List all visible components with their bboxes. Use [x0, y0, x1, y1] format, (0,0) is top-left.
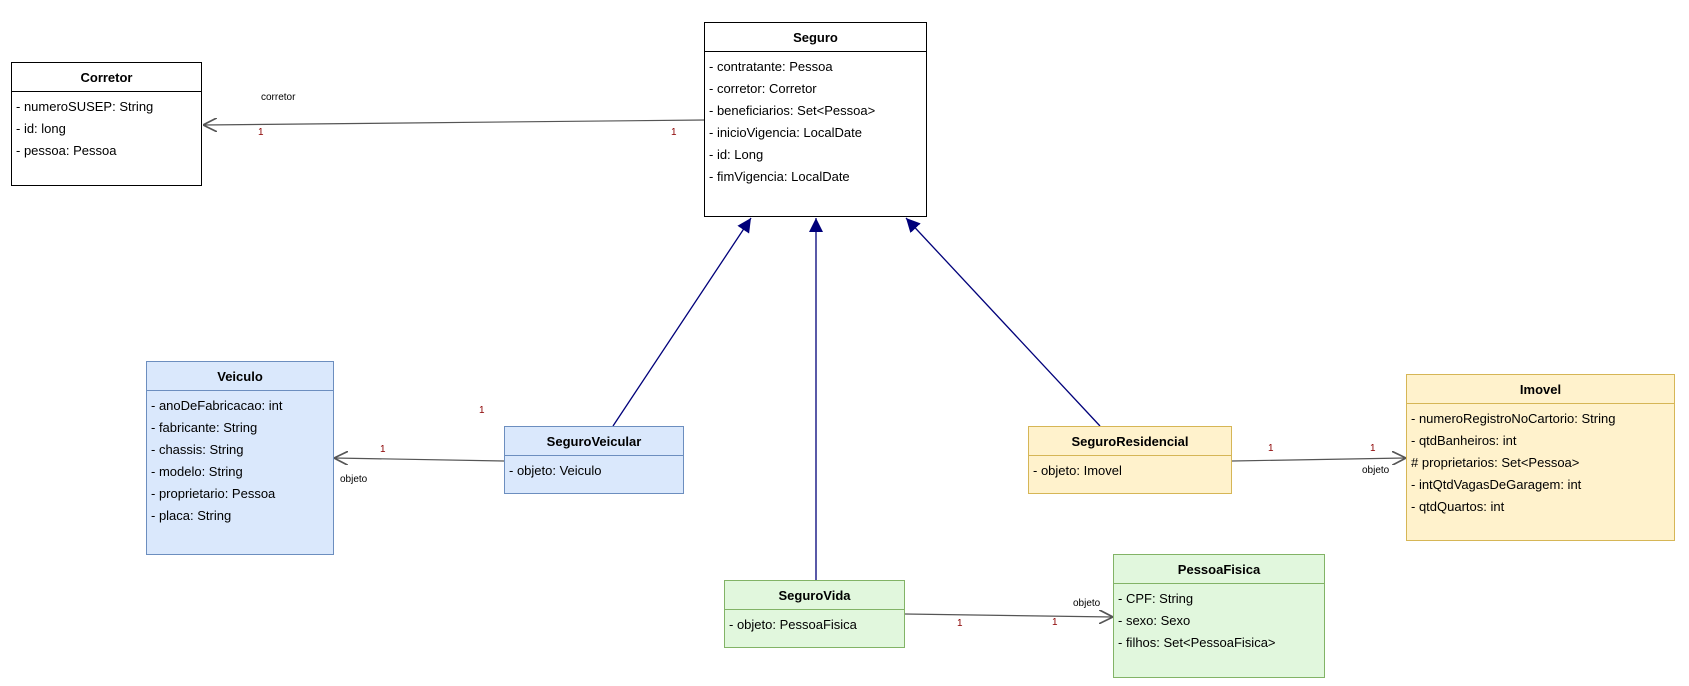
class-divider [1029, 455, 1231, 456]
class-veiculo-title: Veiculo [217, 369, 263, 384]
class-seguroveicular-title: SeguroVeicular [546, 434, 642, 449]
attribute: - placa: String [151, 508, 232, 523]
multiplicity-label: 1 [1370, 443, 1376, 454]
class-pessoafisica-title: PessoaFisica [1177, 562, 1261, 577]
attribute: - id: Long [709, 147, 764, 162]
class-pessoafisica[interactable]: PessoaFisica - CPF: String - sexo: Sexo … [1113, 554, 1325, 678]
role-label-objeto: objeto [1362, 465, 1390, 476]
multiplicity-label: 1 [479, 405, 485, 416]
multiplicity-label: 1 [671, 127, 677, 138]
inheritance-seguroresidencial-seguro[interactable] [905, 217, 1101, 427]
attribute: - objeto: Imovel [1033, 463, 1122, 478]
class-imovel-title: Imovel [1519, 382, 1562, 397]
attribute: - numeroSUSEP: String [16, 99, 154, 114]
class-seguroresidencial[interactable]: SeguroResidencial - objeto: Imovel [1028, 426, 1232, 494]
attribute: - inicioVigencia: LocalDate [709, 125, 862, 140]
class-divider [725, 609, 904, 610]
class-seguro[interactable]: Seguro - contratante: Pessoa - corretor:… [704, 22, 927, 217]
class-veiculo[interactable]: Veiculo - anoDeFabricacao: int - fabrica… [146, 361, 334, 555]
association-seguro-corretor[interactable] [203, 120, 706, 125]
attribute: - sexo: Sexo [1118, 613, 1191, 628]
class-seguro-title: Seguro [793, 30, 838, 45]
association-segurovida-pessoafisica[interactable] [904, 614, 1113, 617]
attribute: - fimVigencia: LocalDate [709, 169, 850, 184]
multiplicity-label: 1 [380, 444, 386, 455]
attribute: # proprietarios: Set<Pessoa> [1411, 455, 1580, 470]
class-imovel[interactable]: Imovel - numeroRegistroNoCartorio: Strin… [1406, 374, 1675, 541]
role-label-objeto: objeto [1073, 598, 1101, 609]
class-divider [1407, 403, 1674, 404]
association-seguroveicular-veiculo[interactable] [334, 458, 505, 461]
class-seguroveicular[interactable]: SeguroVeicular - objeto: Veiculo [504, 426, 684, 494]
attribute: - pessoa: Pessoa [16, 143, 117, 158]
role-label-objeto: objeto [340, 474, 368, 485]
attribute: - qtdBanheiros: int [1411, 433, 1517, 448]
attribute: - chassis: String [151, 442, 244, 457]
attribute: - CPF: String [1118, 591, 1194, 606]
class-corretor[interactable]: Corretor - numeroSUSEP: String - id: lon… [11, 62, 202, 186]
attribute: - contratante: Pessoa [709, 59, 833, 74]
attribute: - objeto: Veiculo [509, 463, 602, 478]
attribute: - beneficiarios: Set<Pessoa> [709, 103, 876, 118]
class-segurovida[interactable]: SeguroVida - objeto: PessoaFisica [724, 580, 905, 648]
class-seguroresidencial-title: SeguroResidencial [1071, 434, 1189, 449]
multiplicity-label: 1 [1268, 443, 1274, 454]
attribute: - corretor: Corretor [709, 81, 817, 96]
class-divider [705, 51, 926, 52]
attribute: - modelo: String [151, 464, 243, 479]
multiplicity-label: 1 [258, 127, 264, 138]
class-segurovida-title: SeguroVida [778, 588, 851, 603]
role-label-corretor: corretor [261, 92, 296, 103]
attribute: - proprietario: Pessoa [151, 486, 276, 501]
attribute: - objeto: PessoaFisica [729, 617, 857, 632]
attribute: - qtdQuartos: int [1411, 499, 1505, 514]
inheritance-seguroveicular-seguro[interactable] [612, 217, 752, 427]
class-divider [1114, 583, 1324, 584]
class-divider [505, 455, 683, 456]
attribute: - intQtdVagasDeGaragem: int [1411, 477, 1582, 492]
multiplicity-label: 1 [957, 618, 963, 629]
attribute: - numeroRegistroNoCartorio: String [1411, 411, 1616, 426]
attribute: - anoDeFabricacao: int [151, 398, 283, 413]
class-corretor-title: Corretor [80, 70, 133, 85]
attribute: - filhos: Set<PessoaFisica> [1118, 635, 1276, 650]
attribute: - id: long [16, 121, 66, 136]
class-divider [12, 91, 201, 92]
class-divider [147, 390, 333, 391]
attribute: - fabricante: String [151, 420, 258, 435]
association-seguroresidencial-imovel[interactable] [1231, 458, 1406, 461]
multiplicity-label: 1 [1052, 617, 1058, 628]
